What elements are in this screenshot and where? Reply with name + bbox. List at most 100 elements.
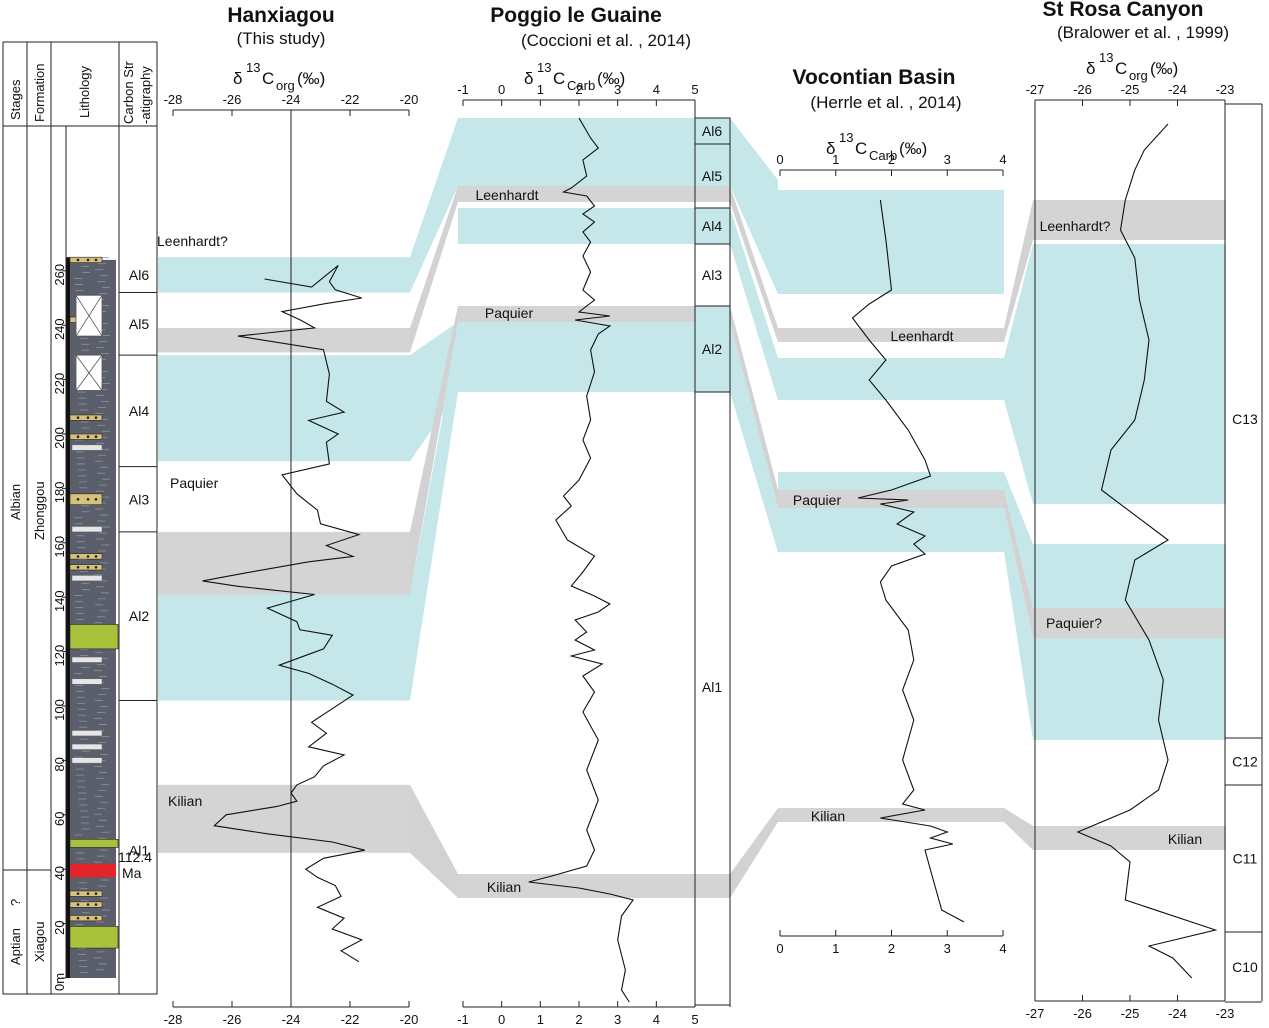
hanxiagou-event-label: Kilian <box>168 793 202 809</box>
lithology-sandstone <box>69 553 103 560</box>
stage-albian: Albian <box>8 484 23 520</box>
hanxiagou-zone-label: Al4 <box>129 403 149 419</box>
event-bands: Leenhardt?PaquierKilianLeenhardtPaquierK… <box>157 118 1226 898</box>
poggio-axis-label: δ 13 C Carb (‰) <box>524 60 625 93</box>
poggio-title: Poggio le Guaine <box>490 4 662 27</box>
depth-tick-label: 20 <box>52 920 67 934</box>
formation-xiagou: Xiagou <box>32 922 47 962</box>
stage-aptian: Aptian <box>8 928 23 965</box>
depth-tick-label: 180 <box>52 482 67 504</box>
depth-tick-label: 220 <box>52 373 67 395</box>
poggio-axis-label-delta: δ <box>524 69 533 88</box>
vocontian-axis-label-sup: 13 <box>839 130 853 145</box>
vocontian-axis-label-c: C <box>855 139 867 158</box>
vocontian-event-band <box>778 328 1004 342</box>
poggio-event-label: Leenhardt <box>475 187 538 203</box>
lithology-sand-dot <box>86 497 90 501</box>
hanxiagou-axis-label-sup: 13 <box>246 60 260 75</box>
stage-boundary-query: ? <box>8 899 23 906</box>
hanxiagou-top-axis-tick-label: -28 <box>164 92 183 107</box>
poggio-event-band <box>458 874 730 898</box>
hanxiagou-bottom-axis-tick-label: -28 <box>164 1012 183 1027</box>
poggio-event-band <box>458 186 730 202</box>
strosa-top-axis-tick-label: -24 <box>1168 82 1187 97</box>
vocontian-top-axis-tick-label: 3 <box>944 152 951 167</box>
strosa-zone-label: C12 <box>1232 754 1258 770</box>
hanxiagou-cyan-band <box>158 594 410 701</box>
vocontian-title: Vocontian Basin <box>793 66 956 89</box>
lithology-sand-dot <box>76 416 80 419</box>
lithology-limestone <box>71 678 103 685</box>
link-cyan-voc-ros-1 <box>1004 244 1033 504</box>
depth-tick-label: 240 <box>52 318 67 340</box>
age-label-value: 112.4 <box>118 849 152 865</box>
vocontian-bottom-axis-tick-label: 4 <box>999 941 1006 956</box>
vocontian-top-axis-tick-label: 1 <box>832 152 839 167</box>
poggio-bottom-axis-tick-label: 3 <box>614 1012 621 1027</box>
hanxiagou-zone-label: Al2 <box>129 608 149 624</box>
lithology-sandstone <box>69 915 103 922</box>
poggio-top-axis-tick-label: -1 <box>457 82 469 97</box>
strosa-event-label: Kilian <box>1168 831 1202 847</box>
vocontian-top-axis-tick-label: 0 <box>776 152 783 167</box>
strosa-event-band <box>1033 608 1226 638</box>
lithology-sandstone <box>69 433 103 440</box>
vocontian-curve <box>851 199 965 923</box>
lithology-sandstone <box>69 493 103 506</box>
formation-header: Formation <box>32 63 47 122</box>
strosa-curve <box>1076 123 1218 979</box>
lithology-sandstone <box>69 564 103 571</box>
link-gray-voc-ros <box>1004 808 1033 850</box>
carbon-strat-header-2: -atigraphy <box>138 66 153 124</box>
vocontian-cyan-band <box>778 508 1004 552</box>
lithology-sand-dot <box>86 258 90 262</box>
hanxiagou-bottom-axis-tick-label: -24 <box>282 1012 301 1027</box>
depth-tick-label: 120 <box>52 645 67 667</box>
poggio-zone-cell <box>694 391 731 1006</box>
poggio-event-label: Kilian <box>487 879 521 895</box>
strosa-bottom-axis-tick-label: -26 <box>1073 1006 1092 1021</box>
poggio-zone-label: Al4 <box>702 218 722 234</box>
hanxiagou-axis-label-c: C <box>262 69 274 88</box>
lithology-sand-dot <box>86 892 90 895</box>
lithology-sandstone <box>69 890 103 897</box>
poggio-bottom-axis-tick-label: -1 <box>457 1012 469 1027</box>
hanxiagou-bottom-axis-tick-label: -22 <box>341 1012 360 1027</box>
strosa-top-axis-tick-label: -26 <box>1073 82 1092 97</box>
lithology-gap-cross <box>75 354 103 391</box>
vocontian-cyan-band <box>778 190 1004 294</box>
poggio-top-axis-tick-label: 0 <box>498 82 505 97</box>
lithology-limestone <box>71 757 103 764</box>
link-gray-voc-ros <box>1004 490 1033 638</box>
vocontian-bottom-axis-tick-label: 2 <box>888 941 895 956</box>
hanxiagou-zone-label: Al1 <box>129 843 149 859</box>
lithology-header: Lithology <box>77 65 92 118</box>
hanxiagou-zone-label: Al6 <box>129 267 149 283</box>
strosa-event-band <box>1033 200 1226 240</box>
depth-tick-label: 200 <box>52 427 67 449</box>
poggio-event-label: Paquier <box>485 305 534 321</box>
carbon-strat-header-1: Carbon Str <box>121 60 136 124</box>
strat-column-frame <box>2 41 158 995</box>
link-cyan-voc-ros-3 <box>1004 472 1033 608</box>
hanxiagou-axis-label: δ 13 C org (‰) <box>233 60 325 93</box>
poggio-zone-label: Al5 <box>702 168 722 184</box>
strosa-event-band <box>1033 826 1226 850</box>
link-gray-han-pog <box>410 784 458 898</box>
poggio-top-axis-tick-label: 1 <box>537 82 544 97</box>
depth-tick-label: 140 <box>52 590 67 612</box>
strosa-bottom-axis-tick-label: -27 <box>1026 1006 1045 1021</box>
stages-header: Stages <box>8 79 23 120</box>
lithology-sand-dot <box>94 497 98 501</box>
vocontian-ref: (Herrle et al. , 2014) <box>810 93 961 112</box>
lithology-sand-dot <box>76 258 80 262</box>
poggio-axis-label-unit: (‰) <box>597 69 625 88</box>
hanxiagou-curve <box>202 264 365 963</box>
poggio-axis-label-sub: Carb <box>567 78 595 93</box>
strosa-bottom-axis-tick-label: -24 <box>1168 1006 1187 1021</box>
strosa-axis-label-unit: (‰) <box>1150 59 1178 78</box>
hanxiagou-panel: -28-26-24-22-20-28-26-24-22-20 <box>164 92 419 1027</box>
vocontian-cyan-band <box>778 472 1004 490</box>
